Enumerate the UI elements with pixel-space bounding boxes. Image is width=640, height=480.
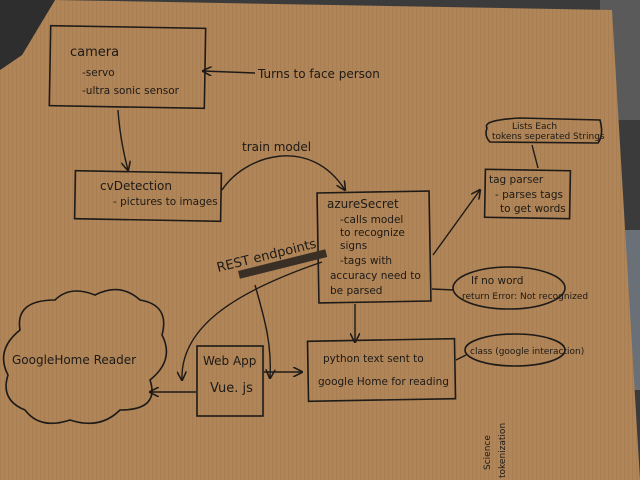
background-corner	[0, 0, 55, 70]
web-app-node: Web App Vue. js	[196, 345, 264, 417]
azure-line: -calls model	[340, 214, 403, 226]
cv-title: cvDetection	[100, 179, 172, 193]
turns-label: Turns to face person	[257, 67, 380, 81]
webapp-title: Web App	[203, 354, 256, 368]
lists-each-note: Lists Each tokens seperated Strings	[485, 117, 605, 169]
turns-arrow	[203, 71, 256, 73]
azure-line: to recognize	[340, 227, 405, 239]
train-model-arrow	[221, 155, 345, 190]
python-node: python text sent to google Home for read…	[306, 337, 457, 403]
lists-each-label: Lists Each	[512, 122, 557, 132]
azure-line: signs	[340, 240, 367, 252]
train-model-label: train model	[242, 140, 311, 154]
azure-line: accuracy need to	[330, 270, 421, 282]
cv-detection-node: cvDetection - pictures to images	[73, 169, 223, 223]
tag-title: tag parser	[489, 174, 544, 186]
google-reader-label: GoogleHome Reader	[12, 353, 136, 367]
error-line: If no word	[471, 275, 523, 287]
python-line: google Home for reading	[318, 376, 449, 388]
camera-item: -servo	[82, 67, 115, 79]
python-line: python text sent to	[323, 353, 424, 365]
azure-to-error-connector	[431, 288, 455, 291]
azure-line: -tags with	[340, 255, 392, 267]
class-note: class (google interaction)	[455, 333, 584, 367]
camera-to-cv-arrow	[117, 109, 128, 170]
google-home-reader-node: GoogleHome Reader	[2, 288, 168, 425]
rest-to-webapp-arrow	[182, 261, 323, 380]
error-line: return Error: Not recognized	[462, 292, 588, 302]
class-label: class (google interaction)	[470, 347, 584, 357]
side-note: Science	[483, 435, 493, 470]
azure-title: azureSecret	[327, 197, 399, 211]
tag-line: to get words	[500, 203, 566, 215]
error-note: If no word return Error: Not recognized	[431, 266, 588, 310]
rest-hatch	[237, 249, 328, 279]
lists-each-label: tokens seperated Strings	[492, 132, 605, 142]
camera-item: -ultra sonic sensor	[82, 85, 180, 97]
tag-parser-node: tag parser - parses tags to get words	[483, 168, 572, 220]
azure-to-parser-arrow	[432, 190, 480, 256]
side-note: tokenization	[498, 423, 508, 478]
python-to-class-connector	[455, 354, 467, 361]
azure-line: be parsed	[330, 285, 382, 297]
azure-secret-node: azureSecret -calls model to recognize si…	[316, 190, 432, 304]
tag-line: - parses tags	[495, 189, 563, 201]
lists-connector	[531, 144, 539, 169]
webapp-sub: Vue. js	[210, 381, 253, 396]
cv-item: - pictures to images	[113, 196, 218, 208]
rest-to-python-arrow	[254, 284, 270, 378]
camera-title: camera	[70, 45, 119, 60]
